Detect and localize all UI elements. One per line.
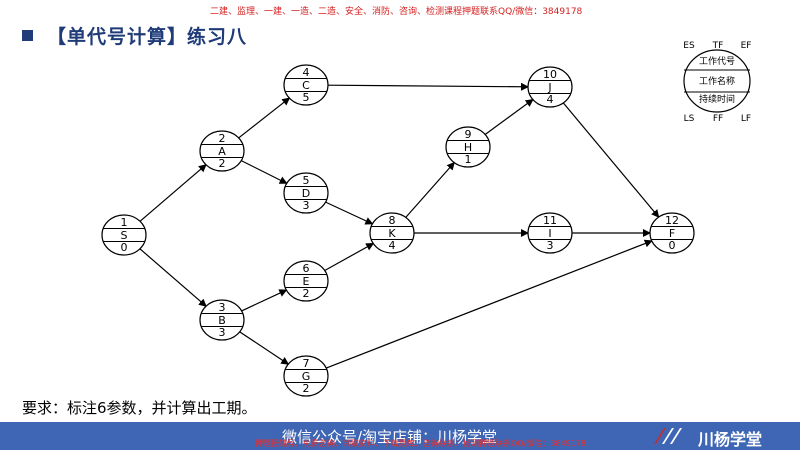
arrow-B-E — [241, 289, 288, 312]
arrow-A-D — [241, 160, 288, 184]
node-F-code: 12 — [665, 214, 679, 227]
node-E-duration: 2 — [303, 287, 310, 300]
node-B: 3B3 — [199, 299, 245, 341]
node-I-name: I — [548, 227, 551, 240]
footer-text: 微信公众号/淘宝店铺：川杨学堂 — [282, 428, 498, 446]
legend-lf: LF — [741, 114, 751, 124]
arrow-B-G — [239, 331, 290, 365]
legend-ls: LS — [684, 114, 695, 124]
legend-code: 工作代号 — [699, 55, 735, 67]
legend-ef: EF — [741, 41, 752, 51]
node-D-duration: 3 — [303, 199, 310, 212]
page-title: 【单代号计算】练习八 — [47, 26, 248, 48]
node-G-name: G — [302, 370, 311, 383]
arrow-E-K — [324, 242, 375, 272]
footer-red-text: 押题授辅导、免费咨询、领取资料、下载题库、咨询联系：检测押题联系QQ/微信：38… — [255, 439, 586, 448]
title-bullet-icon — [22, 30, 33, 41]
legend-circle — [683, 49, 751, 113]
node-G-duration: 2 — [303, 382, 310, 395]
node-H-code: 9 — [465, 128, 472, 141]
legend-ff: FF — [713, 114, 723, 124]
node-J-duration: 4 — [547, 93, 554, 106]
node-J-code: 10 — [543, 68, 557, 81]
node-B-name: B — [218, 314, 226, 327]
node-E: 6E2 — [283, 260, 329, 302]
arrow-A-C — [238, 97, 291, 139]
node-G: 7G2 — [283, 355, 329, 397]
node-K-code: 8 — [389, 214, 396, 227]
node-D: 5D3 — [283, 172, 329, 214]
brand-logo-icon — [654, 428, 682, 444]
node-A-code: 2 — [219, 132, 226, 145]
node-A: 2A2 — [199, 130, 245, 172]
arrow-D-K — [325, 201, 374, 225]
node-S-code: 1 — [121, 216, 128, 229]
node-A-duration: 2 — [219, 157, 226, 170]
arrow-S-B — [139, 248, 207, 307]
node-E-name: E — [303, 275, 310, 288]
node-D-code: 5 — [303, 174, 310, 187]
node-H-name: H — [464, 141, 472, 154]
node-S-name: S — [121, 229, 128, 242]
node-E-code: 6 — [303, 262, 310, 275]
arrow-H-J — [484, 98, 534, 135]
node-K-name: K — [388, 227, 396, 240]
legend-duration: 持续时间 — [699, 93, 735, 105]
node-F-name: F — [669, 227, 675, 240]
network-diagram: 1S02A23B34C55D36E27G28K49H110J411I312F0 … — [101, 41, 751, 397]
arrow-C-J — [327, 82, 530, 91]
node-S-duration: 0 — [121, 241, 128, 254]
arrow-J-F — [562, 102, 660, 218]
legend-tf: TF — [712, 41, 724, 51]
node-C-duration: 5 — [303, 91, 310, 104]
legend-name: 工作名称 — [699, 75, 735, 87]
node-S: 1S0 — [101, 214, 147, 256]
node-B-duration: 3 — [219, 326, 226, 339]
title-bar: 【单代号计算】练习八 — [22, 22, 247, 49]
node-H-duration: 1 — [465, 153, 472, 166]
node-I-code: 11 — [543, 214, 557, 227]
arrow-S-A — [139, 164, 207, 222]
node-D-name: D — [302, 187, 310, 200]
arrow-G-F — [325, 239, 653, 369]
node-J-name: J — [547, 81, 551, 94]
top-banner: 二建、监理、一建、一造、二造、安全、消防、咨询、检测课程押题联系QQ/微信：38… — [210, 7, 583, 17]
node-B-code: 3 — [219, 301, 226, 314]
node-A-name: A — [218, 145, 226, 158]
legend-es: ES — [683, 41, 695, 51]
node-I-duration: 3 — [547, 239, 554, 252]
node-C: 4C5 — [283, 64, 329, 106]
requirement-text: 要求：标注6参数，并计算出工期。 — [22, 399, 257, 417]
node-K-duration: 4 — [389, 239, 396, 252]
node-F-duration: 0 — [669, 239, 676, 252]
node-G-code: 7 — [303, 357, 310, 370]
brand-name: 川杨学堂 — [698, 430, 763, 449]
node-H: 9H1 — [445, 126, 491, 168]
node-C-code: 4 — [303, 66, 310, 79]
node-K: 8K4 — [369, 212, 415, 254]
node-C-name: C — [302, 79, 310, 92]
legend: ES TF EF 工作代号 工作名称 持续时间 LS FF LF — [683, 41, 751, 124]
arrow-K-H — [405, 161, 455, 218]
footer-bar: 微信公众号/淘宝店铺：川杨学堂 押题授辅导、免费咨询、领取资料、下载题库、咨询联… — [0, 422, 800, 450]
